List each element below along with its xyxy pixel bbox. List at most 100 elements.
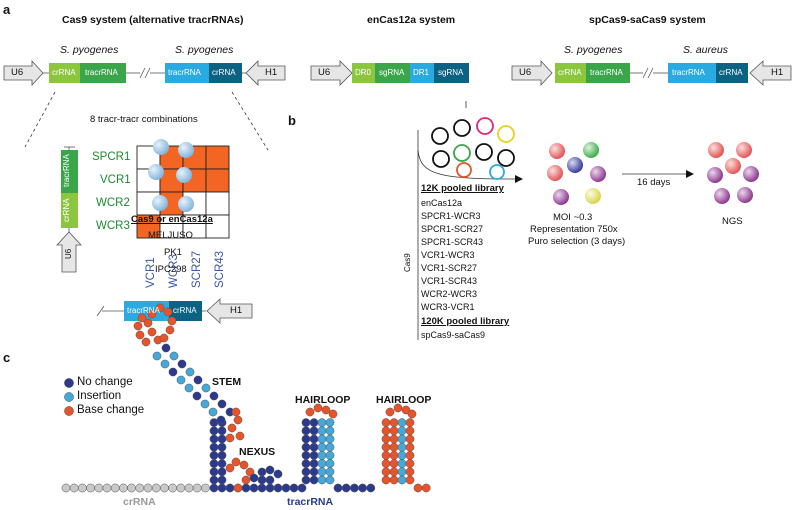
nucleotide bbox=[135, 330, 145, 340]
grid-cell bbox=[205, 145, 230, 170]
nucleotide bbox=[235, 431, 245, 441]
crrna-label: crRNA bbox=[558, 68, 582, 77]
nucleotide bbox=[397, 475, 407, 485]
u6-promoter-arrow bbox=[3, 59, 44, 87]
h1-promoter-arrow bbox=[206, 298, 253, 324]
nucleotide bbox=[317, 475, 327, 485]
selected-cells bbox=[707, 142, 759, 204]
nucleotide bbox=[381, 459, 391, 468]
nucleotide bbox=[389, 426, 399, 436]
grid-cell bbox=[205, 214, 230, 239]
nucleotide bbox=[405, 434, 415, 444]
nucleotide bbox=[110, 483, 120, 493]
cell bbox=[553, 189, 569, 205]
nucleotide bbox=[301, 451, 311, 460]
h1-label: H1 bbox=[230, 305, 243, 316]
nucleotide bbox=[273, 469, 283, 479]
cell bbox=[148, 164, 164, 180]
nucleotide bbox=[245, 467, 255, 477]
cell bbox=[178, 142, 194, 158]
crrna-box bbox=[555, 63, 586, 83]
hairloop-label: HAIRLOOP bbox=[376, 394, 432, 406]
cell-line: PK1 bbox=[164, 247, 182, 258]
nexus-label: NEXUS bbox=[239, 446, 276, 458]
library-item: VCR1-WCR3 bbox=[421, 250, 475, 260]
panel-b-letter: b bbox=[288, 113, 296, 128]
tracrrna-label: tracrRNA bbox=[127, 306, 160, 315]
plasmid bbox=[489, 164, 505, 180]
cell-line: MELJUSO bbox=[148, 230, 193, 241]
nucleotide bbox=[309, 426, 319, 436]
nucleotide bbox=[209, 391, 219, 401]
crrna-box-dark bbox=[169, 301, 202, 321]
nucleotide bbox=[61, 483, 71, 493]
nucleotide bbox=[168, 367, 178, 377]
nucleotide bbox=[328, 409, 338, 419]
plasmid bbox=[431, 127, 449, 145]
nucleotide bbox=[297, 483, 307, 493]
nucleotide bbox=[227, 423, 237, 433]
nucleotide bbox=[209, 426, 219, 436]
cell bbox=[737, 187, 753, 203]
nucleotide bbox=[397, 442, 407, 452]
nucleotide bbox=[265, 465, 275, 475]
nucleotide bbox=[257, 483, 267, 493]
nucleotide bbox=[405, 467, 415, 477]
legend-label-insertion: Insertion bbox=[77, 390, 122, 402]
cell bbox=[590, 166, 606, 182]
nucleotide bbox=[301, 426, 311, 436]
h1-label: H1 bbox=[265, 67, 278, 78]
nucleotide bbox=[405, 459, 415, 468]
nucleotide bbox=[147, 327, 157, 337]
u6-promoter-arrow bbox=[310, 60, 353, 86]
nucleotide bbox=[405, 442, 415, 452]
nucleotide bbox=[231, 457, 241, 467]
nucleotide bbox=[231, 407, 241, 417]
legend-dot-no-change bbox=[64, 378, 74, 388]
nucleotide bbox=[397, 459, 407, 468]
nucleotide bbox=[309, 451, 319, 460]
nucleotide bbox=[201, 483, 210, 493]
moi-label: MOI ~0.3 bbox=[553, 212, 593, 223]
dr0-box bbox=[352, 63, 375, 83]
ngs-label: NGS bbox=[722, 216, 743, 227]
library-plasmids bbox=[431, 117, 515, 180]
h1-promoter-arrow bbox=[749, 60, 792, 86]
cell bbox=[714, 188, 730, 204]
panel-c-letter: c bbox=[3, 350, 11, 365]
nucleotide bbox=[249, 483, 259, 493]
nucleotide bbox=[407, 409, 417, 419]
days-label: 16 days bbox=[637, 177, 671, 188]
nucleotide bbox=[301, 434, 311, 444]
nucleotide bbox=[281, 483, 291, 493]
cell bbox=[176, 167, 192, 183]
nucleotide bbox=[273, 483, 283, 493]
crrna-box bbox=[49, 63, 80, 83]
nucleotide bbox=[78, 483, 87, 493]
grid-row-label: VCR1 bbox=[100, 174, 131, 186]
nucleotide bbox=[217, 442, 227, 452]
stem-label: STEM bbox=[212, 376, 242, 388]
nucleotide bbox=[333, 483, 343, 493]
legend-dot-base-change bbox=[64, 406, 74, 416]
nucleotide bbox=[301, 418, 311, 427]
nucleotide bbox=[133, 321, 143, 331]
nucleotide bbox=[147, 309, 157, 319]
nucleotide bbox=[301, 475, 311, 485]
encas12a-system-title: enCas12a system bbox=[367, 14, 456, 26]
plasmid bbox=[453, 119, 471, 137]
nucleotide bbox=[309, 434, 319, 444]
nucleotide bbox=[317, 442, 327, 452]
nucleotide bbox=[159, 333, 169, 343]
nucleotide bbox=[209, 451, 219, 460]
plasmid bbox=[432, 150, 450, 168]
nucleotide bbox=[321, 405, 331, 415]
nucleotide bbox=[177, 359, 187, 369]
nucleotide bbox=[405, 418, 415, 427]
nucleotide bbox=[393, 403, 403, 413]
tracrrna-box-blue bbox=[668, 63, 716, 83]
nucleotide bbox=[217, 475, 227, 485]
nucleotide bbox=[257, 475, 267, 485]
nucleotide bbox=[381, 426, 391, 436]
